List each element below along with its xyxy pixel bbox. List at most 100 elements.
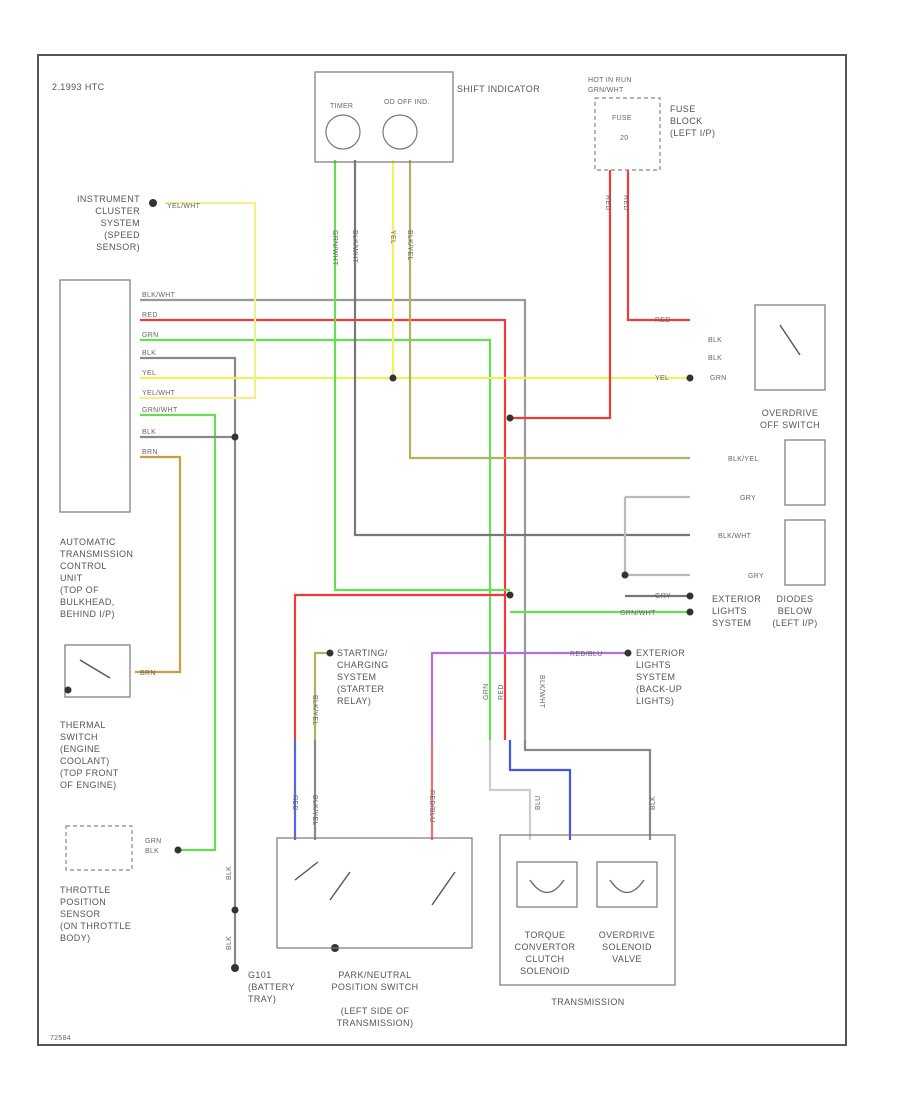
svg-text:SYSTEM: SYSTEM	[337, 672, 376, 682]
svg-text:SENSOR): SENSOR)	[96, 242, 140, 252]
fuse-label: FUSE	[612, 115, 632, 122]
lamp-2-label: OD OFF IND.	[384, 99, 430, 106]
wire-yel-wht	[140, 201, 257, 400]
svg-text:OVERDRIVE: OVERDRIVE	[762, 408, 819, 418]
svg-text:BLK: BLK	[142, 350, 156, 357]
atcu-label: AUTOMATIC TRANSMISSION CONTROL UNIT (TOP…	[60, 537, 133, 619]
wl-blu: BLU	[535, 795, 542, 810]
svg-text:YEL/WHT: YEL/WHT	[142, 390, 176, 397]
wl-yel-wht: YEL/WHT	[167, 203, 201, 210]
svg-text:EXTERIOR: EXTERIOR	[712, 594, 761, 604]
connector-ext-lights	[624, 649, 632, 657]
starting-system-label: STARTING/ CHARGING SYSTEM (STARTER RELAY…	[337, 648, 389, 706]
thermal-switch-icon	[79, 659, 111, 679]
svg-text:YEL: YEL	[142, 370, 156, 377]
ext-lights-1-label: EXTERIOR LIGHTS SYSTEM	[712, 594, 761, 628]
wire-red-fuse	[510, 170, 612, 420]
svg-text:OF ENGINE): OF ENGINE)	[60, 780, 117, 790]
svg-text:AUTOMATIC: AUTOMATIC	[60, 537, 116, 547]
fuse-number: 20	[620, 135, 628, 142]
svg-text:CLUSTER: CLUSTER	[95, 206, 140, 216]
tcc-solenoid-box	[516, 861, 578, 908]
svg-text:(STARTER: (STARTER	[337, 684, 384, 694]
wire-red-blu-ext	[430, 651, 628, 740]
svg-text:(TOP FRONT: (TOP FRONT	[60, 768, 119, 778]
wire-blu-tcc	[508, 740, 572, 840]
wl-blk-g1: BLK	[226, 866, 233, 880]
connector-ext-grn	[686, 608, 694, 616]
svg-text:PARK/NEUTRAL: PARK/NEUTRAL	[338, 970, 411, 980]
wl-red-v: RED	[498, 684, 505, 700]
svg-text:SOLENOID: SOLENOID	[602, 942, 652, 952]
svg-text:SENSOR: SENSOR	[60, 909, 101, 919]
wl-red-3: RED	[655, 317, 671, 324]
svg-text:LIGHTS: LIGHTS	[636, 660, 671, 670]
tcc-coil-icon	[529, 879, 565, 894]
wl-shift-4: BLK/YEL	[406, 230, 413, 261]
svg-text:(TOP OF: (TOP OF	[60, 585, 99, 595]
svg-text:(SPEED: (SPEED	[104, 230, 140, 240]
splice-red	[506, 414, 514, 422]
svg-text:SYSTEM: SYSTEM	[101, 218, 140, 228]
svg-text:DIODES: DIODES	[777, 594, 814, 604]
footer-id: 72584	[50, 1035, 71, 1042]
wl-shift-3: YEL	[389, 230, 396, 244]
connector-tps	[174, 846, 182, 854]
wl-blk-wht-right: BLK/WHT	[718, 533, 752, 540]
wl-shift-2: BLK/WHT	[351, 230, 358, 264]
svg-text:RED: RED	[142, 312, 158, 319]
wl-blk-t: BLK	[650, 796, 657, 810]
wl-blk-yel-right: BLK/YEL	[728, 456, 759, 463]
svg-text:CLUTCH: CLUTCH	[526, 954, 565, 964]
svg-text:SYSTEM: SYSTEM	[712, 618, 751, 628]
svg-text:LIGHTS): LIGHTS)	[636, 696, 674, 706]
wire-blk-yel-start	[313, 651, 330, 740]
svg-text:SWITCH: SWITCH	[60, 732, 98, 742]
od-coil-icon	[609, 879, 645, 894]
svg-text:(BATTERY: (BATTERY	[248, 982, 295, 992]
ext-lights-2-label: EXTERIOR LIGHTS SYSTEM (BACK-UP LIGHTS)	[636, 648, 685, 706]
connector-od-yel	[686, 374, 694, 382]
wire-brn	[135, 455, 182, 674]
thermal-switch-ground	[64, 686, 72, 694]
svg-text:INSTRUMENT: INSTRUMENT	[77, 194, 140, 204]
svg-text:CHARGING: CHARGING	[337, 660, 389, 670]
svg-text:(BACK-UP: (BACK-UP	[636, 684, 682, 694]
wl-gry-2: GRY	[748, 573, 764, 580]
wire-grn-wht-tps	[140, 413, 217, 852]
svg-text:TORQUE: TORQUE	[525, 930, 566, 940]
svg-text:BLK: BLK	[142, 429, 156, 436]
fuse-block-label-1: FUSE	[670, 104, 696, 114]
shift-indicator-label: SHIFT INDICATOR	[457, 84, 540, 94]
diode-1-box	[784, 439, 826, 506]
svg-text:G101: G101	[248, 970, 272, 980]
diode-2-box	[784, 519, 826, 586]
wire-shift-2	[353, 160, 690, 537]
lamp-1-label: TIMER	[330, 103, 353, 110]
svg-text:STARTING/: STARTING/	[337, 648, 388, 658]
svg-text:CONTROL: CONTROL	[60, 561, 107, 571]
fuse-block-label-3: (LEFT I/P)	[670, 128, 715, 138]
svg-text:OVERDRIVE: OVERDRIVE	[599, 930, 656, 940]
thermal-switch-label: THERMAL SWITCH (ENGINE COOLANT) (TOP FRO…	[60, 720, 119, 790]
wl-gry-1: GRY	[740, 495, 756, 502]
shift-indicator-box	[314, 71, 454, 163]
od-switch-box	[754, 304, 826, 391]
svg-text:GRN: GRN	[142, 332, 158, 339]
svg-text:GRN/WHT: GRN/WHT	[142, 407, 178, 414]
od-switch-label: OVERDRIVE OFF SWITCH	[760, 408, 820, 430]
wire-grn-atcu	[140, 338, 492, 740]
wl-blk-yel-start: BLK/YEL	[311, 695, 318, 726]
svg-text:THROTTLE: THROTTLE	[60, 885, 111, 895]
od-switch-contact	[779, 324, 801, 356]
svg-text:TRANSMISSION): TRANSMISSION)	[337, 1018, 414, 1028]
svg-text:(LEFT SIDE OF: (LEFT SIDE OF	[341, 1006, 410, 1016]
svg-text:CONVERTOR: CONVERTOR	[515, 942, 576, 952]
fuse-block-label-2: BLOCK	[670, 116, 703, 126]
wl-brn: BRN	[140, 670, 156, 677]
thermal-switch-box	[64, 644, 131, 698]
svg-text:VALVE: VALVE	[612, 954, 642, 964]
svg-text:SOLENOID: SOLENOID	[520, 966, 570, 976]
wl-red-pnp: RED	[291, 795, 298, 811]
g101-label: G101 (BATTERY TRAY)	[248, 970, 295, 1004]
